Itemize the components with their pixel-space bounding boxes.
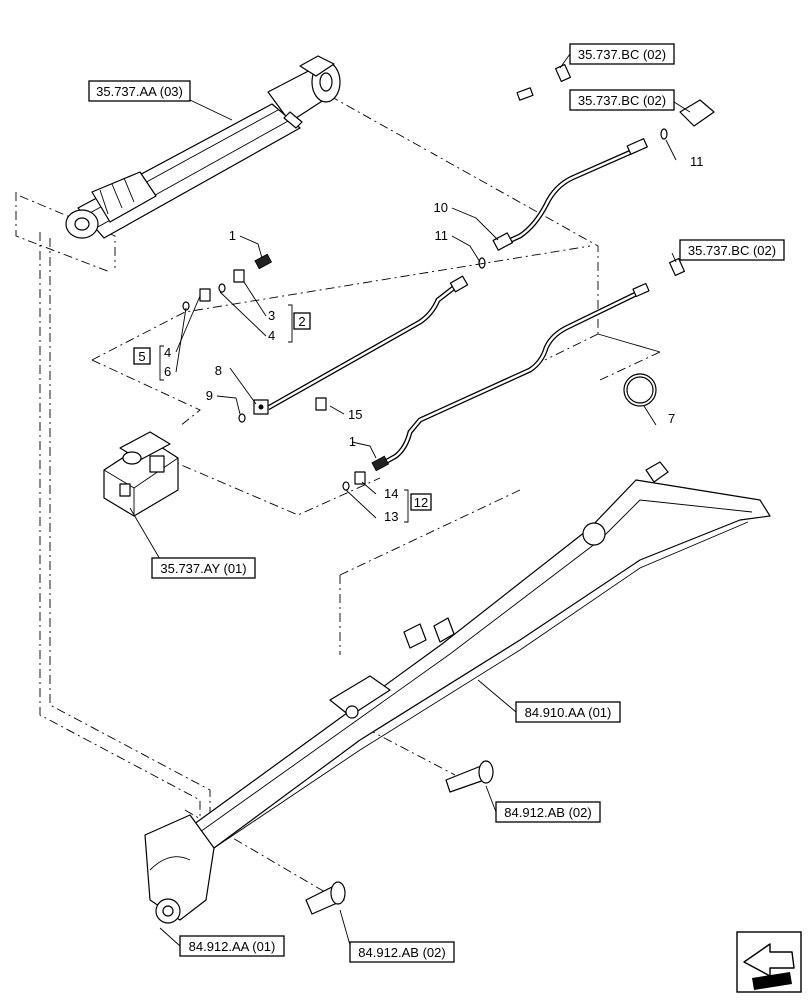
phantom-lines [15, 95, 661, 896]
kit-box-2[interactable]: 2 [293, 312, 311, 330]
fittings [182, 63, 715, 491]
callout-3: 3 [268, 308, 275, 323]
callout-13: 13 [384, 509, 398, 524]
kit-2-label: 2 [298, 314, 305, 329]
callout-4-right: 4 [268, 328, 275, 343]
callout-14: 14 [384, 486, 398, 501]
callout-8: 8 [215, 363, 222, 378]
ref-bc-middle[interactable]: 35.737.BC (02) [569, 89, 675, 111]
boom [144, 461, 771, 924]
ref-pivot-label: 84.912.AA (01) [189, 939, 276, 954]
leader-lines [129, 53, 691, 953]
kit-box-12[interactable]: 12 [410, 493, 432, 511]
ref-pin-upper[interactable]: 84.912.AB (02) [495, 801, 601, 823]
valve-block [103, 431, 179, 517]
hose-lower-left [253, 275, 469, 415]
kit-12-label: 12 [414, 495, 428, 510]
ref-bc-top[interactable]: 35.737.BC (02) [569, 43, 675, 65]
callout-4-left: 4 [164, 345, 171, 360]
ref-bc-lower-label: 35.737.BC (02) [688, 243, 776, 258]
hose-lower-right [371, 282, 650, 472]
callout-1-upper: 1 [229, 228, 236, 243]
ref-valve-block[interactable]: 35.737.AY (01) [151, 557, 256, 579]
hydraulic-cylinder [65, 55, 341, 239]
direction-arrow-icon[interactable] [736, 931, 802, 993]
ref-cylinder-label: 35.737.AA (03) [96, 84, 183, 99]
ref-boom[interactable]: 84.910.AA (01) [515, 701, 621, 723]
callout-6: 6 [164, 364, 171, 379]
hose-upper [254, 87, 534, 270]
kit-box-5[interactable]: 5 [133, 347, 151, 365]
ref-pin-lower[interactable]: 84.912.AB (02) [349, 941, 455, 963]
hose-middle [492, 138, 648, 251]
ref-pin-upper-label: 84.912.AB (02) [504, 805, 591, 820]
ref-bc-lower[interactable]: 35.737.BC (02) [679, 239, 785, 261]
callout-9: 9 [206, 388, 213, 403]
ref-cylinder[interactable]: 35.737.AA (03) [88, 80, 191, 102]
callout-15: 15 [348, 407, 362, 422]
callout-11-middle: 11 [435, 228, 449, 243]
callout-numbers: 1 1 3 4 4 6 7 8 9 10 11 11 13 14 15 [164, 154, 704, 524]
ref-pin-lower-label: 84.912.AB (02) [358, 945, 445, 960]
ref-bc-top-label: 35.737.BC (02) [578, 47, 666, 62]
callout-1-lower: 1 [349, 434, 356, 449]
kit-5-label: 5 [138, 349, 145, 364]
callout-7: 7 [668, 411, 675, 426]
ref-pivot[interactable]: 84.912.AA (01) [179, 935, 285, 957]
ref-valve-block-label: 35.737.AY (01) [160, 561, 246, 576]
ref-boom-label: 84.910.AA (01) [525, 705, 612, 720]
ref-bc-middle-label: 35.737.BC (02) [578, 93, 666, 108]
callout-11-right: 11 [690, 154, 704, 169]
callout-10: 10 [434, 200, 448, 215]
